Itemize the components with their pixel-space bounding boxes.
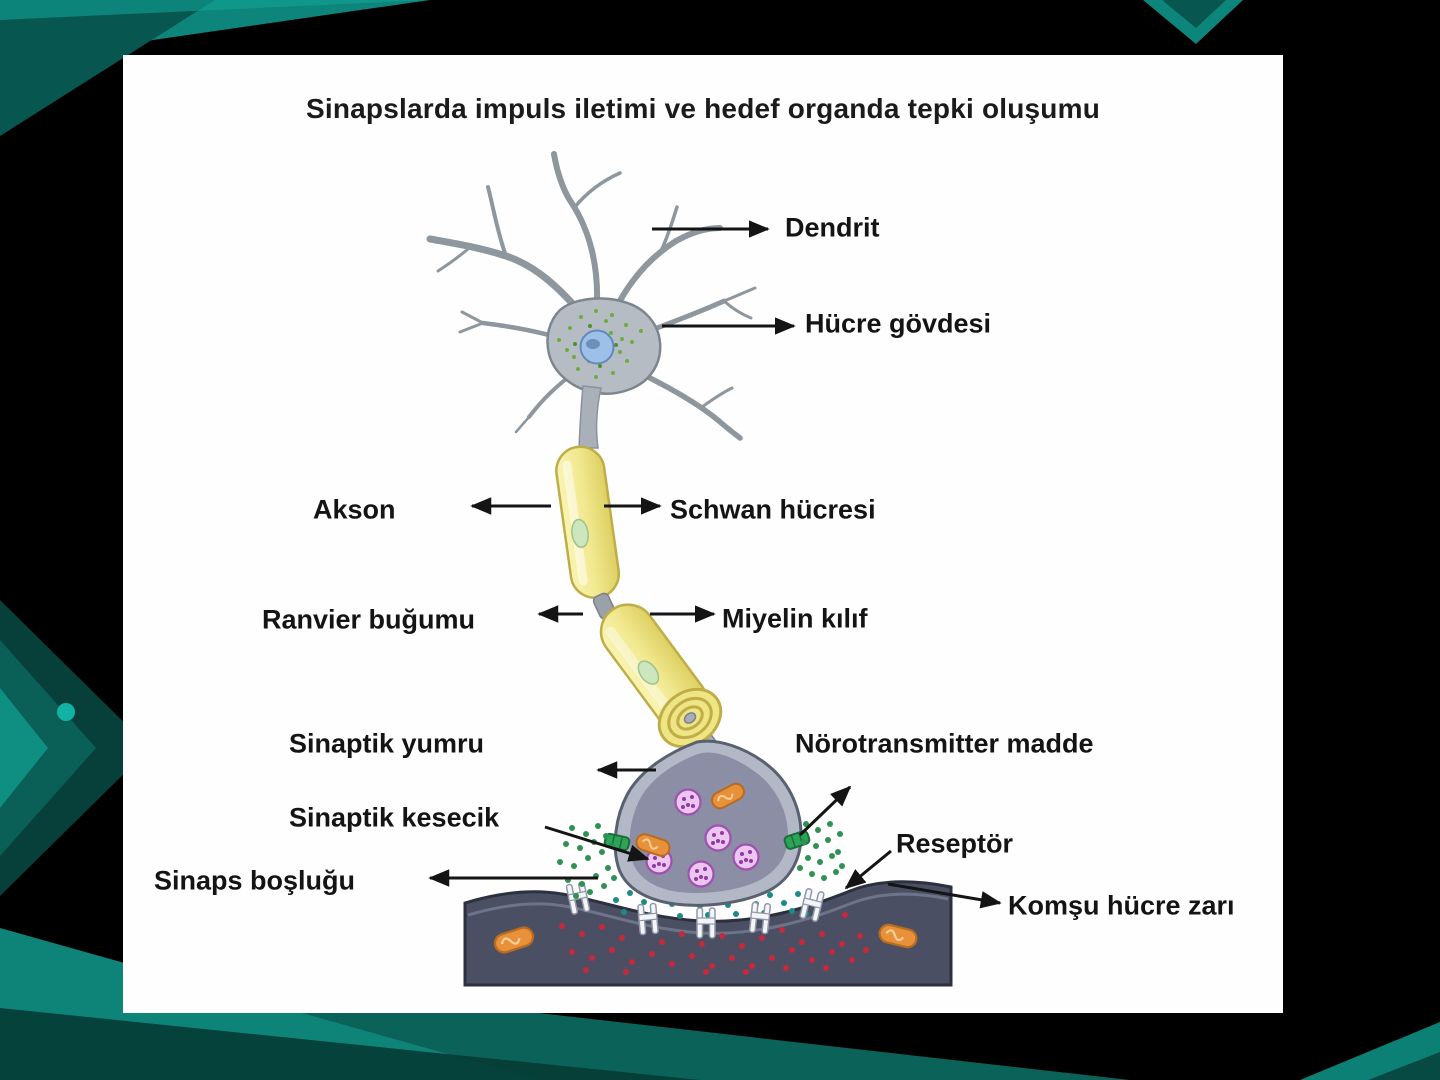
axon-hillock bbox=[578, 385, 602, 449]
synaptic-vesicle bbox=[732, 843, 760, 871]
label-hucre-govdesi: Hücre gövdesi bbox=[805, 308, 992, 339]
slide: Sinapslarda impuls iletimi ve hedef orga… bbox=[123, 55, 1283, 1013]
label-dendrit: Dendrit bbox=[785, 212, 880, 243]
neuron-synapse-diagram bbox=[426, 151, 1002, 987]
label-reseptor: Reseptör bbox=[896, 828, 1014, 859]
nucleolus bbox=[586, 339, 600, 349]
teal-decoration-bottom-right bbox=[1300, 1022, 1440, 1080]
synaptic-knob bbox=[602, 739, 812, 907]
teal-decoration-top-right bbox=[1143, 0, 1243, 44]
arrow-komsu-hucre-zari bbox=[887, 882, 1002, 909]
label-schwan-hucresi: Schwan hücresi bbox=[670, 494, 876, 525]
synaptic-vesicle bbox=[674, 788, 702, 816]
synaptic-vesicle bbox=[687, 860, 715, 888]
callout-arrows bbox=[428, 220, 1002, 909]
label-akson: Akson bbox=[313, 494, 396, 525]
schwann-cell-nucleus bbox=[637, 660, 660, 685]
synaptic-vesicle bbox=[704, 824, 732, 852]
myelin-segment-1 bbox=[555, 445, 621, 600]
neurotransmitter-green-dots-right bbox=[797, 821, 845, 881]
label-sinaptik-yumru: Sinaptik yumru bbox=[289, 728, 485, 759]
label-ranvier-bugumu: Ranvier buğumu bbox=[262, 604, 476, 635]
label-sinaps-boslugu: Sinaps boşluğu bbox=[154, 865, 356, 896]
label-komsu-hucre-zari: Komşu hücre zarı bbox=[1008, 890, 1235, 921]
label-miyelin-kilif: Miyelin kılıf bbox=[722, 603, 868, 634]
label-sinaptik-kesecik: Sinaptik kesecik bbox=[289, 802, 500, 833]
teal-decoration-left bbox=[0, 600, 150, 896]
arrow-norotransmitter bbox=[798, 785, 852, 837]
arrow-sinaptik-kesecik bbox=[544, 825, 650, 862]
schwann-cell-nucleus bbox=[571, 518, 589, 549]
teal-decoration-top-left bbox=[0, 0, 430, 136]
dendrites bbox=[426, 151, 757, 441]
label-norotransmitter-madde: Nörotransmitter madde bbox=[795, 728, 1094, 759]
teal-dot bbox=[57, 703, 75, 721]
slide-title: Sinapslarda impuls iletimi ve hedef orga… bbox=[305, 93, 1101, 124]
arrow-reseptor bbox=[844, 849, 892, 890]
bound-neurotransmitter-red-dots bbox=[559, 909, 869, 975]
